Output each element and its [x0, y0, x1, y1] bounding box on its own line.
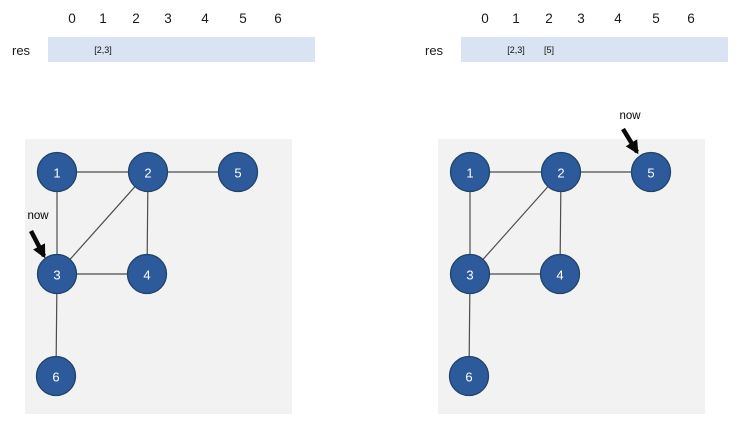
index-label-1: 1	[512, 11, 520, 26]
graph-node-2: 2	[127, 151, 169, 193]
index-label-6: 6	[687, 11, 695, 26]
index-label-5: 5	[239, 11, 247, 26]
edge-2-3	[469, 171, 562, 275]
index-label-5: 5	[652, 11, 660, 26]
node-circle-5	[630, 151, 672, 193]
now-label: now	[619, 110, 641, 122]
graph-canvas: 1 2 5 3 4 6	[448, 151, 672, 397]
node-label-1: 1	[466, 166, 473, 181]
node-label-3: 3	[466, 268, 473, 283]
graph-node-3: 3	[449, 253, 491, 295]
node-circle-2	[127, 151, 169, 193]
graph-box: 1 2 5 3 4 6	[25, 139, 292, 414]
node-circle-1	[36, 151, 78, 193]
res-cell-1: [2,3]	[507, 44, 525, 55]
node-label-6: 6	[52, 370, 59, 385]
node-label-2: 2	[144, 166, 151, 181]
node-circle-6	[35, 355, 77, 397]
res-cell-2: [5]	[543, 44, 555, 55]
node-circle-3	[449, 253, 491, 295]
node-circle-5	[217, 151, 259, 193]
graph-node-4: 4	[126, 253, 168, 295]
node-circle-6	[448, 355, 490, 397]
node-label-6: 6	[465, 370, 472, 385]
index-label-3: 3	[577, 11, 585, 26]
graph-canvas: 1 2 5 3 4 6	[35, 151, 259, 397]
graph-node-6: 6	[35, 355, 77, 397]
node-circle-4	[539, 253, 581, 295]
panel-step-1: 0 1 2 3 4 5 6 res [2,3] 1 2 5 3 4 6 now	[0, 0, 337, 428]
node-label-5: 5	[647, 166, 654, 181]
index-row: 0 1 2 3 4 5 6	[413, 11, 750, 27]
res-cell-1: [2,3]	[94, 44, 112, 55]
node-label-1: 1	[53, 166, 60, 181]
graph-box: 1 2 5 3 4 6	[438, 139, 705, 414]
index-label-6: 6	[274, 11, 282, 26]
index-label-2: 2	[132, 11, 140, 26]
index-label-3: 3	[164, 11, 172, 26]
node-circle-1	[449, 151, 491, 193]
index-label-4: 4	[201, 11, 209, 26]
graph-node-5: 5	[217, 151, 259, 193]
graph-node-6: 6	[448, 355, 490, 397]
node-label-4: 4	[556, 268, 563, 283]
graph-node-5: 5	[630, 151, 672, 193]
node-circle-2	[540, 151, 582, 193]
graph-node-3: 3	[36, 253, 78, 295]
res-label: res	[12, 43, 31, 58]
res-array: [2,3] [5]	[461, 37, 728, 62]
graph-node-4: 4	[539, 253, 581, 295]
graph-node-1: 1	[36, 151, 78, 193]
node-label-5: 5	[234, 166, 241, 181]
graph-node-2: 2	[540, 151, 582, 193]
node-circle-4	[126, 253, 168, 295]
edge-2-3	[56, 171, 149, 275]
index-label-0: 0	[481, 11, 489, 26]
res-array: [2,3]	[48, 37, 315, 62]
index-row: 0 1 2 3 4 5 6	[0, 11, 337, 27]
node-circle-3	[36, 253, 78, 295]
res-label: res	[425, 43, 444, 58]
graph-node-1: 1	[449, 151, 491, 193]
now-label: now	[27, 210, 49, 222]
panel-step-2: 0 1 2 3 4 5 6 res [2,3] [5] 1 2 5 3 4 6 now	[413, 0, 750, 428]
index-label-4: 4	[614, 11, 622, 26]
index-label-1: 1	[99, 11, 107, 26]
node-label-2: 2	[557, 166, 564, 181]
index-label-0: 0	[68, 11, 76, 26]
index-label-2: 2	[545, 11, 553, 26]
node-label-4: 4	[143, 268, 150, 283]
node-label-3: 3	[53, 268, 60, 283]
